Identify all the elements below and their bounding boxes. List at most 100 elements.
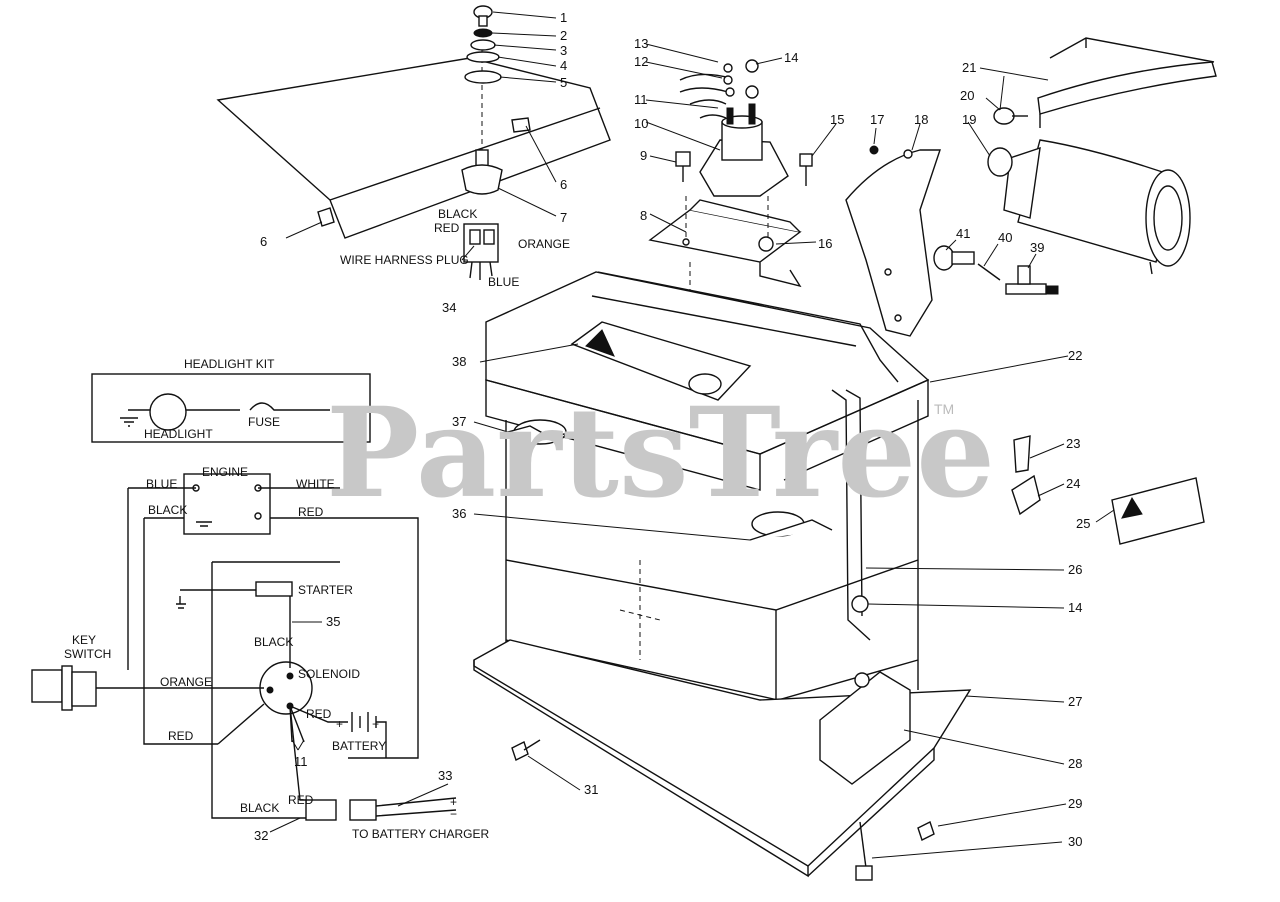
label-charger-minus: − — [450, 807, 457, 821]
label-blue-wire: BLUE — [146, 477, 177, 491]
label-headlight: HEADLIGHT — [144, 427, 213, 441]
callout-15: 15 — [830, 112, 844, 127]
wire-harness-plug — [463, 223, 499, 280]
callout-33: 33 — [438, 768, 452, 783]
dash-panel — [216, 40, 611, 239]
ignition-key-part — [464, 5, 502, 84]
solenoid-bracket-part — [648, 196, 802, 300]
callout-16: 16 — [818, 236, 832, 251]
callout-25: 25 — [1076, 516, 1090, 531]
label-switch: SWITCH — [64, 647, 111, 661]
callout-2: 2 — [560, 28, 567, 43]
label-battery-charger: TO BATTERY CHARGER — [352, 827, 489, 841]
callout-37: 37 — [452, 414, 466, 429]
decal-25-part — [1111, 477, 1205, 545]
label-red-wire-4: RED — [288, 793, 314, 807]
label-engine: ENGINE — [202, 465, 248, 479]
callout-22: 22 — [1068, 348, 1082, 363]
key-switch-symbol — [31, 665, 97, 711]
label-fuse: FUSE — [248, 415, 280, 429]
schematic-wires — [92, 487, 457, 821]
callout-29: 29 — [1068, 796, 1082, 811]
label-battery-plus: + — [336, 717, 343, 731]
callout-39: 39 — [1030, 240, 1044, 255]
battery-part — [505, 400, 919, 770]
callout-10: 10 — [634, 116, 648, 131]
starter-heat-shield — [1037, 37, 1217, 128]
callout-24: 24 — [1066, 476, 1080, 491]
callout-31: 31 — [584, 782, 598, 797]
label-orange-plug: ORANGE — [518, 237, 570, 251]
label-starter: STARTER — [298, 583, 353, 597]
battery-cover-part — [485, 271, 930, 491]
callout-20: 20 — [960, 88, 974, 103]
callout-27: 27 — [1068, 694, 1082, 709]
callout-38: 38 — [452, 354, 466, 369]
callout-12: 12 — [634, 54, 648, 69]
callout-23: 23 — [1066, 436, 1080, 451]
label-wire-harness-plug: WIRE HARNESS PLUG — [340, 253, 469, 267]
callout-11-schematic: 11 — [294, 754, 308, 769]
label-blue-plug: BLUE — [488, 275, 519, 289]
starter-motor-part — [987, 107, 1191, 275]
label-white-wire: WHITE — [296, 477, 335, 491]
label-black-wire: BLACK — [148, 503, 187, 517]
callout-28: 28 — [1068, 756, 1082, 771]
harness-labels: BLACK RED ORANGE BLUE WIRE HARNESS PLUG — [340, 207, 570, 289]
callout-36: 36 — [452, 506, 466, 521]
callout-4: 4 — [560, 58, 567, 73]
label-charger-plus: + — [450, 795, 457, 809]
label-red-plug: RED — [434, 221, 460, 235]
watermark: PartsTree TM — [326, 381, 995, 526]
hardware-bolts — [511, 739, 935, 881]
callout-11: 11 — [634, 92, 648, 107]
callout-numbers: 1 2 3 4 5 6 6 7 8 9 10 11 12 13 14 15 16… — [254, 10, 1090, 849]
label-black-wire-3: BLACK — [240, 801, 279, 815]
callout-19: 19 — [962, 112, 976, 127]
callout-17: 17 — [870, 112, 884, 127]
watermark-tm: TM — [934, 401, 954, 417]
engine-box — [183, 473, 271, 535]
callout-1: 1 — [560, 10, 567, 25]
callout-6-left: 6 — [260, 234, 267, 249]
label-headlight-kit: HEADLIGHT KIT — [184, 357, 275, 371]
callout-18: 18 — [914, 112, 928, 127]
callout-9: 9 — [640, 148, 647, 163]
callout-41: 41 — [956, 226, 970, 241]
label-red-wire-3: RED — [168, 729, 194, 743]
starter-cable-part — [933, 245, 1059, 295]
label-black-plug: BLACK — [438, 207, 477, 221]
solenoid-part — [675, 59, 813, 197]
terminal-bolt-part — [1011, 435, 1041, 516]
callout-6-right: 6 — [560, 177, 567, 192]
ignition-switch-part — [461, 149, 503, 195]
battery-tray-part — [473, 639, 972, 878]
callout-14-top: 14 — [784, 50, 798, 65]
label-red-wire-2: RED — [306, 707, 332, 721]
callout-26: 26 — [1068, 562, 1082, 577]
callout-40: 40 — [998, 230, 1012, 245]
callout-5: 5 — [560, 75, 567, 90]
label-black-wire-2: BLACK — [254, 635, 293, 649]
label-solenoid: SOLENOID — [298, 667, 360, 681]
battery-hold-down-strap — [819, 389, 911, 785]
callout-35: 35 — [326, 614, 340, 629]
callout-30: 30 — [1068, 834, 1082, 849]
label-orange-wire: ORANGE — [160, 675, 212, 689]
label-key: KEY — [72, 633, 96, 647]
schematic-labels: HEADLIGHT KIT HEADLIGHT FUSE ENGINE BLUE… — [64, 357, 489, 841]
callout-7: 7 — [560, 210, 567, 225]
label-red-wire: RED — [298, 505, 324, 519]
starter-bracket-part — [845, 145, 941, 337]
leader-lines — [269, 11, 1115, 859]
bolt-6-part — [317, 117, 531, 227]
callout-34: 34 — [442, 300, 456, 315]
headlight-kit-box — [91, 373, 371, 443]
label-battery: BATTERY — [332, 739, 386, 753]
callout-3: 3 — [560, 43, 567, 58]
solenoid-symbol — [259, 661, 313, 715]
callout-8: 8 — [640, 208, 647, 223]
callout-21: 21 — [962, 60, 976, 75]
